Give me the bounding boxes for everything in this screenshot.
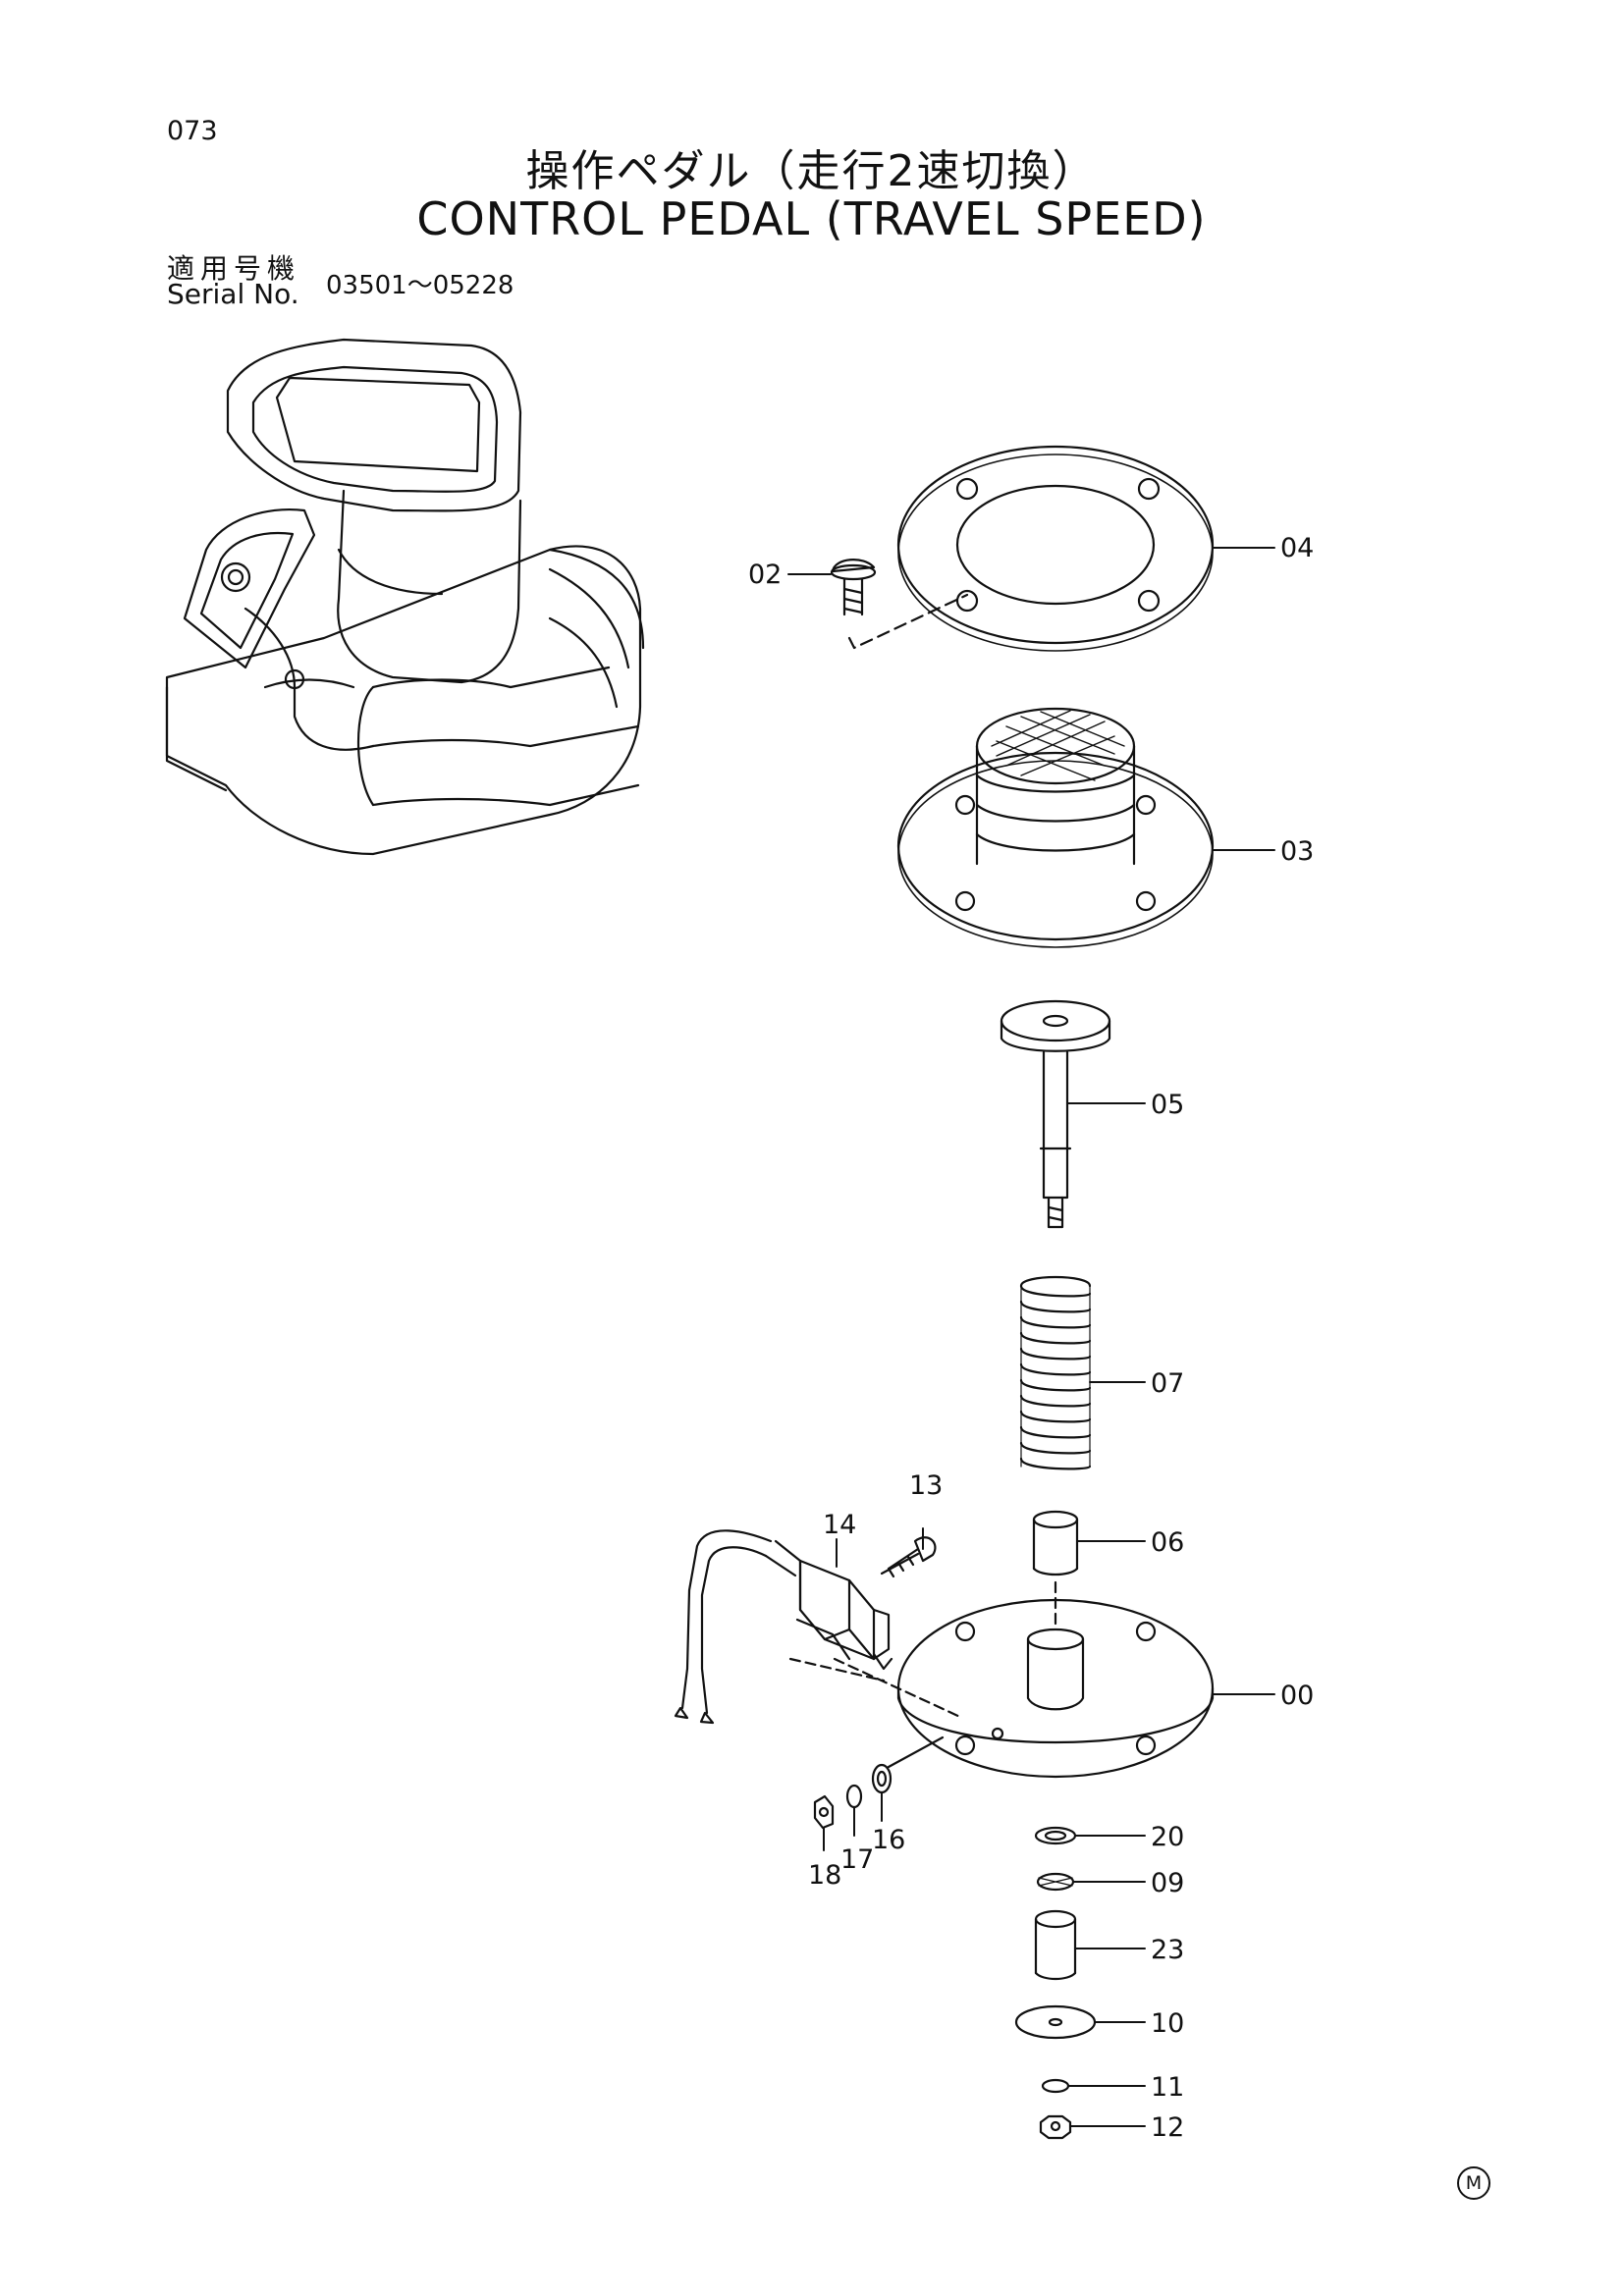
label-00: 00: [1280, 1681, 1314, 1711]
part-03-pedal-pad: [896, 707, 1215, 948]
label-07: 07: [1151, 1368, 1184, 1399]
label-20: 20: [1151, 1822, 1184, 1852]
part-05-shaft: [1000, 999, 1111, 1229]
label-12: 12: [1151, 2112, 1184, 2143]
label-13: 13: [909, 1470, 943, 1501]
part-labels: 02 04 03 05 07 06 00 20 09 23 10 11 12 1…: [748, 533, 1314, 2143]
part-11-spring-washer: [1041, 2078, 1070, 2094]
serial-label-english: Serial No.: [167, 278, 299, 310]
title-english: CONTROL PEDAL (TRAVEL SPEED): [416, 192, 1207, 245]
part-07-spring: [1019, 1275, 1092, 1470]
label-16: 16: [872, 1825, 905, 1855]
part-04-cover-plate: [896, 445, 1215, 652]
part-09-snap-ring: [1036, 1872, 1075, 1892]
location-sketch-left-pedal-area: [183, 508, 375, 751]
title-japanese: 操作ペダル（走行2速切換）: [525, 146, 1098, 196]
part-00-base-plate: [896, 1598, 1215, 1779]
leader-lines: [787, 547, 1275, 2127]
label-09: 09: [1151, 1868, 1184, 1898]
label-02: 02: [748, 560, 782, 590]
part-10-plate-washer: [1014, 2004, 1097, 2040]
label-11: 11: [1151, 2072, 1184, 2103]
location-sketch: [165, 338, 645, 856]
part-14-switch: [674, 1529, 964, 1725]
page-number: 073: [167, 116, 218, 146]
location-sketch-floor: [165, 545, 645, 856]
part-20-washer: [1034, 1826, 1077, 1845]
part-16-washer: [871, 1735, 945, 1794]
part-02-screw: [830, 559, 969, 650]
part-17-lock-washer: [845, 1784, 863, 1809]
label-17: 17: [840, 1844, 874, 1875]
serial-range: 03501～05228: [326, 271, 514, 300]
marker-m: M: [1457, 2166, 1490, 2200]
label-18: 18: [808, 1860, 841, 1891]
part-23-collar: [1034, 1909, 1077, 1981]
part-12-nut: [1039, 2114, 1072, 2140]
exploded-assembly: [674, 445, 1215, 2140]
serial-label-japanese: 適用号機: [167, 252, 301, 285]
label-05: 05: [1151, 1090, 1184, 1120]
label-06: 06: [1151, 1527, 1184, 1558]
part-18-nut: [813, 1794, 835, 1830]
part-13-screw: [880, 1536, 937, 1578]
part-06-bushing: [1032, 1510, 1079, 1631]
label-10: 10: [1151, 2008, 1184, 2039]
label-03: 03: [1280, 836, 1314, 867]
label-04: 04: [1280, 533, 1314, 563]
label-14: 14: [823, 1510, 856, 1540]
label-23: 23: [1151, 1935, 1184, 1965]
